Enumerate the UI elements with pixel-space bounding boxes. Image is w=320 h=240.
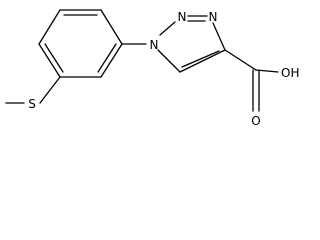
benzene-bond-6 <box>38 9 61 45</box>
carbonyl-oxygen-label: O <box>251 114 260 128</box>
structure-diagram: S N N N OH O <box>5 9 299 128</box>
triazole-c4-c5-bond <box>179 49 226 73</box>
molecule-drawing: S N N N OH O <box>5 9 299 128</box>
ring-carboxyl-bond <box>224 49 257 71</box>
n3-atom-label: N <box>209 10 218 24</box>
aryl-sulfur-bond <box>39 76 61 104</box>
triazole-c4-c5-bond-inner <box>181 50 220 68</box>
benzene-bond-3-inner <box>97 43 117 73</box>
n1-atom-label: N <box>150 38 159 52</box>
methylthio-group: S <box>5 76 61 111</box>
benzene-bond-3 <box>100 43 123 78</box>
n2-atom-label: N <box>178 10 187 24</box>
triazole-n1-n2-bond <box>159 21 176 36</box>
carboxyl-hydroxyl-bond <box>255 69 279 73</box>
benzene-ring <box>38 9 123 78</box>
sulfur-atom-label: S <box>28 97 36 111</box>
carboxylic-acid-group: OH O <box>224 49 299 128</box>
hydroxyl-label: OH <box>281 66 299 80</box>
triazole-n3-c4-bond <box>212 22 226 51</box>
benzene-bond-2 <box>100 9 123 45</box>
benzene-bond-5-inner <box>44 43 64 73</box>
triazole-ring: N N N <box>150 10 226 73</box>
benzene-bond-5 <box>38 43 61 78</box>
triazole-c5-n1-bond <box>157 49 181 73</box>
